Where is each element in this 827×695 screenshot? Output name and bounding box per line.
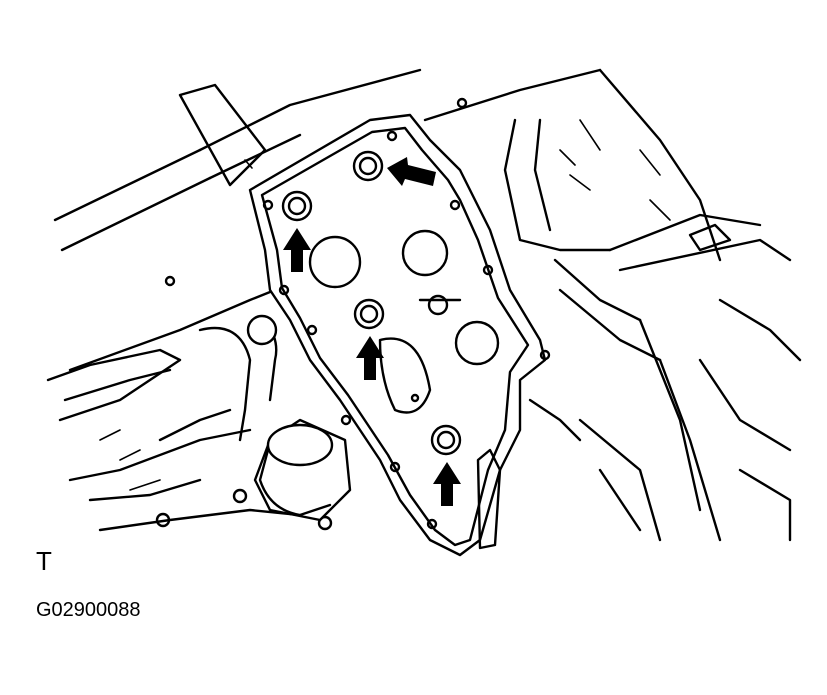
bolt-icon bbox=[281, 190, 313, 222]
figure-code: G02900088 bbox=[36, 599, 141, 621]
oil-filter bbox=[253, 418, 352, 522]
frame-rail bbox=[53, 68, 468, 287]
arrow-icon bbox=[433, 462, 461, 506]
transmission-housing-right bbox=[423, 68, 802, 542]
view-marker: T bbox=[36, 546, 52, 576]
transmission-housing-left bbox=[46, 288, 333, 532]
transmission-valve-body-illustration bbox=[46, 68, 802, 557]
arrow-icon bbox=[283, 228, 311, 272]
bolt-icon bbox=[353, 298, 385, 330]
bolt-icon bbox=[352, 150, 384, 182]
valve-body-plate bbox=[248, 113, 551, 557]
arrow-icon bbox=[387, 157, 436, 186]
arrow-icon bbox=[356, 336, 384, 380]
bolt-icon bbox=[430, 424, 462, 456]
